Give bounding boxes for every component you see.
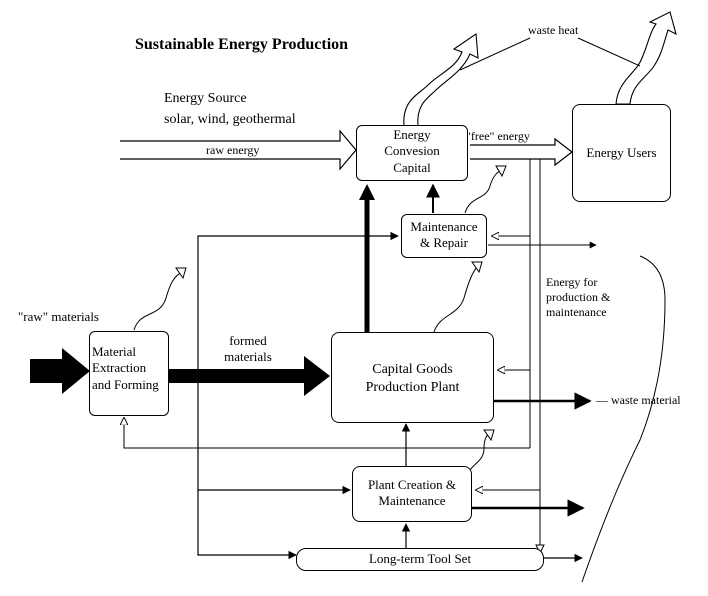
waste-heat-label: waste heat: [528, 23, 579, 37]
raw-energy-label: raw energy: [206, 143, 260, 157]
formed-materials-arrow: [168, 356, 330, 396]
raw-materials-arrow: [30, 348, 90, 394]
waste-material-label: — waste material: [596, 393, 681, 407]
maintenance-repair-box: Maintenance & Repair: [401, 214, 487, 258]
waste-heat-arrow-users: [615, 11, 677, 105]
loss-arrow-capital: [433, 265, 479, 333]
energy-users-box: Energy Users: [572, 104, 671, 202]
material-extraction-box: Material Extraction and Forming: [89, 331, 169, 416]
loss-arrow-plant: [469, 431, 491, 471]
waste-loop: [581, 255, 666, 583]
formed-materials-label: formed materials: [224, 333, 272, 365]
energy-for-label: Energy for production & maintenance: [546, 275, 611, 319]
energy-source-label: Energy Source: [164, 91, 247, 106]
plant-creation-box: Plant Creation & Maintenance: [352, 466, 472, 522]
energy-source-types: solar, wind, geothermal: [164, 112, 296, 127]
tool-set-box: Long-term Tool Set: [296, 548, 544, 571]
loss-arrow-extraction: [133, 271, 183, 331]
loss-arrow-maintenance: [464, 169, 503, 214]
raw-materials-label: "raw" materials: [18, 309, 99, 324]
free-energy-label: "free" energy: [466, 129, 530, 143]
waste-heat-arrow-conversion: [403, 33, 479, 127]
energy-to-extraction: [124, 418, 530, 449]
capital-goods-box: Capital Goods Production Plant: [331, 332, 494, 423]
energy-conversion-box: Energy Convesion Capital: [356, 125, 468, 181]
diagram-title: Sustainable Energy Production: [135, 36, 349, 53]
